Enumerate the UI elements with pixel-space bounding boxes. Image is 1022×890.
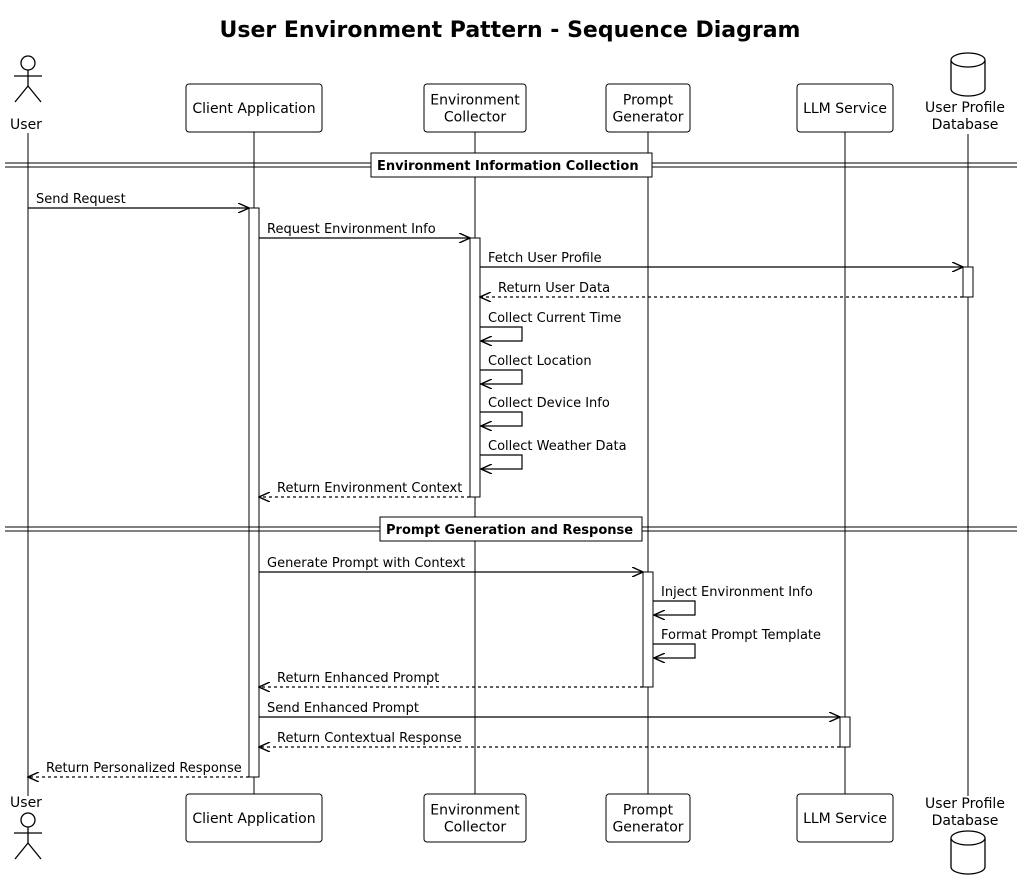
message-label: Collect Weather Data — [488, 439, 627, 454]
database-icon — [950, 60, 986, 97]
participant-box — [605, 793, 691, 843]
message-return-environment-context: Return Environment Context — [259, 481, 470, 497]
participant-llm-top: LLM Service — [796, 83, 894, 133]
participant-label-line: Generator — [612, 110, 683, 126]
message-send-enhanced-prompt: Send Enhanced Prompt — [259, 701, 840, 717]
actor-user-bottom: User — [10, 795, 42, 860]
actor-user-top: User — [10, 55, 42, 133]
divider-label: Environment Information Collection — [377, 159, 639, 174]
message-format-prompt-template: Format Prompt Template — [653, 628, 821, 658]
participant-label-line: Generator — [612, 820, 683, 836]
participant-label-line: Client Application — [192, 811, 315, 827]
activation-bar-llm — [839, 716, 851, 748]
participant-label-line: Prompt — [623, 93, 674, 109]
message-request-environment-info: Request Environment Info — [259, 222, 470, 238]
message-label: Collect Current Time — [488, 311, 621, 326]
actor-head-icon — [20, 812, 36, 828]
message-label: Collect Device Info — [488, 396, 610, 411]
participant-box — [796, 83, 894, 133]
message-collect-current-time: Collect Current Time — [480, 311, 621, 341]
participant-label-line: Prompt — [623, 803, 674, 819]
divider-label-box — [379, 516, 643, 542]
message-return-contextual-response: Return Contextual Response — [259, 731, 840, 747]
participant-label-line: Environment — [430, 93, 520, 109]
self-message-arrow — [480, 326, 523, 341]
message-label: Collect Location — [488, 354, 592, 369]
self-message-arrow — [653, 600, 696, 615]
participant-box — [185, 83, 323, 133]
message-label: Request Environment Info — [267, 222, 436, 237]
self-message-arrow — [653, 643, 696, 658]
participant-label: User — [10, 795, 42, 811]
message-return-personalized-response: Return Personalized Response — [28, 761, 249, 777]
message-label: Inject Environment Info — [661, 585, 813, 600]
message-collect-device-info: Collect Device Info — [480, 396, 610, 426]
activation-bar-env — [469, 237, 481, 498]
actor-head-icon — [20, 55, 36, 71]
message-label: Send Enhanced Prompt — [267, 701, 419, 716]
message-label: Send Request — [36, 192, 126, 207]
participant-label-line: User Profile — [925, 796, 1005, 812]
participant-box — [423, 83, 527, 133]
participant-box — [423, 793, 527, 843]
message-label: Return Personalized Response — [46, 761, 242, 776]
participant-label: User — [10, 117, 42, 133]
activation-bar-db — [962, 266, 974, 298]
participant-label-line: Client Application — [192, 101, 315, 117]
participant-llm-bottom: LLM Service — [796, 793, 894, 843]
self-message-arrow — [480, 454, 523, 469]
participant-box — [796, 793, 894, 843]
participant-label-line: LLM Service — [803, 101, 887, 117]
activation-bar-prompt — [642, 571, 654, 688]
message-fetch-user-profile: Fetch User Profile — [480, 251, 963, 267]
self-message-arrow — [480, 369, 523, 384]
participant-label-line: Database — [932, 813, 999, 829]
participant-label-line: Collector — [444, 110, 506, 126]
participant-box — [185, 793, 323, 843]
divider-label: Prompt Generation and Response — [386, 523, 633, 538]
database-top-icon — [950, 830, 986, 846]
divider-environment-information-collection: Environment Information Collection — [5, 152, 1017, 178]
divider-label-box — [370, 152, 653, 178]
participant-label-line: User Profile — [925, 100, 1005, 116]
message-label: Return Contextual Response — [277, 731, 462, 746]
message-return-user-data: Return User Data — [480, 281, 963, 297]
participant-label-line: Collector — [444, 820, 506, 836]
participant-label-line: Environment — [430, 803, 520, 819]
activation-bar-client — [248, 207, 260, 778]
participant-box — [605, 83, 691, 133]
message-label: Return Environment Context — [277, 481, 462, 496]
message-send-request: Send Request — [28, 192, 249, 208]
database-icon — [950, 838, 986, 875]
message-label: Return User Data — [498, 281, 610, 296]
diagram-title: User Environment Pattern - Sequence Diag… — [220, 18, 801, 43]
message-label: Fetch User Profile — [488, 251, 602, 266]
self-message-arrow — [480, 411, 523, 426]
participant-client-top: Client Application — [185, 83, 323, 133]
participant-client-bottom: Client Application — [185, 793, 323, 843]
message-inject-environment-info: Inject Environment Info — [653, 585, 813, 615]
message-collect-weather-data: Collect Weather Data — [480, 439, 627, 469]
message-collect-location: Collect Location — [480, 354, 592, 384]
message-label: Return Enhanced Prompt — [277, 671, 439, 686]
participant-label-line: Database — [932, 117, 999, 133]
message-label: Generate Prompt with Context — [267, 556, 465, 571]
actor-body-icon — [14, 827, 42, 860]
participant-label-line: LLM Service — [803, 811, 887, 827]
message-return-enhanced-prompt: Return Enhanced Prompt — [259, 671, 643, 687]
actor-body-icon — [14, 70, 42, 103]
message-label: Format Prompt Template — [661, 628, 821, 643]
message-generate-prompt-with-context: Generate Prompt with Context — [259, 556, 643, 572]
database-top-icon — [950, 52, 986, 68]
divider-prompt-generation-and-response: Prompt Generation and Response — [5, 516, 1017, 542]
